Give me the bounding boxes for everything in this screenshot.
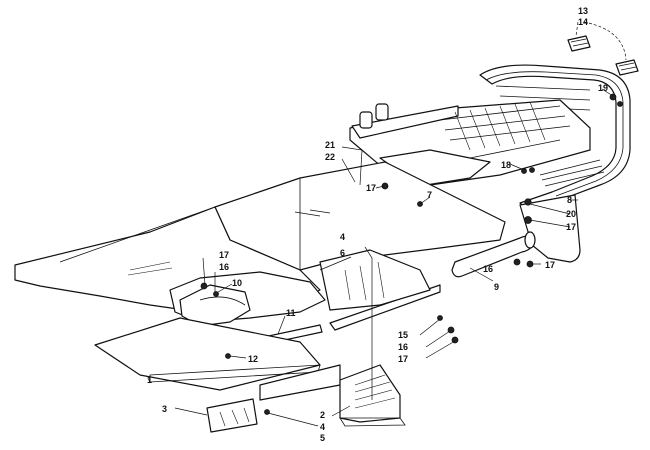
screw-icon (264, 409, 270, 415)
callout-21: 21 (325, 140, 335, 150)
bolt-icon (437, 315, 443, 321)
callout-15: 15 (398, 330, 408, 340)
callout-7: 7 (427, 190, 432, 200)
nut-icon (200, 282, 208, 290)
screw-icon (529, 167, 535, 173)
callout-4-top: 4 (340, 232, 345, 242)
washer-icon (524, 198, 532, 206)
screw-icon (225, 353, 231, 359)
callout-17-lower: 17 (398, 354, 408, 364)
callout-4-bottom: 4 (320, 422, 325, 432)
callout-6: 6 (340, 248, 345, 258)
nut-icon (381, 182, 389, 190)
callout-16-axle: 16 (483, 264, 493, 274)
small-plate (206, 398, 270, 433)
washer-icon (213, 291, 219, 297)
callout-labels: 1 2 3 4 4 5 6 7 8 9 10 11 12 13 14 15 16… (147, 6, 608, 443)
leader-lines (147, 88, 614, 427)
callout-17-bumper: 17 (566, 222, 576, 232)
callout-22: 22 (325, 152, 335, 162)
callout-17-left: 17 (219, 250, 229, 260)
washer-icon (513, 258, 521, 266)
callout-18: 18 (501, 160, 511, 170)
callout-2: 2 (320, 410, 325, 420)
rivet-icon (617, 101, 623, 107)
rear-bumper-assembly (479, 64, 631, 263)
callout-17-rack: 17 (366, 183, 376, 193)
exhaust-heat-shield (169, 271, 326, 327)
reflector-14 (615, 59, 639, 76)
callout-3: 3 (162, 404, 167, 414)
callout-9: 9 (494, 282, 499, 292)
callout-14: 14 (578, 17, 588, 27)
reflector-13 (567, 35, 591, 52)
callout-5: 5 (320, 433, 325, 443)
mud-flap-plate (259, 364, 406, 427)
callout-12: 12 (248, 354, 258, 364)
flap-panel (94, 317, 321, 391)
callout-19: 19 (598, 83, 608, 93)
callout-16-lower: 16 (398, 342, 408, 352)
callout-8: 8 (567, 195, 572, 205)
callout-16-left: 16 (219, 262, 229, 272)
callout-20: 20 (566, 209, 576, 219)
screw-icon (609, 93, 617, 101)
callout-13: 13 (578, 6, 588, 16)
callout-17-axle: 17 (545, 260, 555, 270)
reflectors (567, 21, 639, 76)
callout-1: 1 (147, 375, 152, 385)
axle-tube (225, 93, 617, 359)
callout-10: 10 (232, 278, 242, 288)
callout-11: 11 (286, 308, 296, 318)
